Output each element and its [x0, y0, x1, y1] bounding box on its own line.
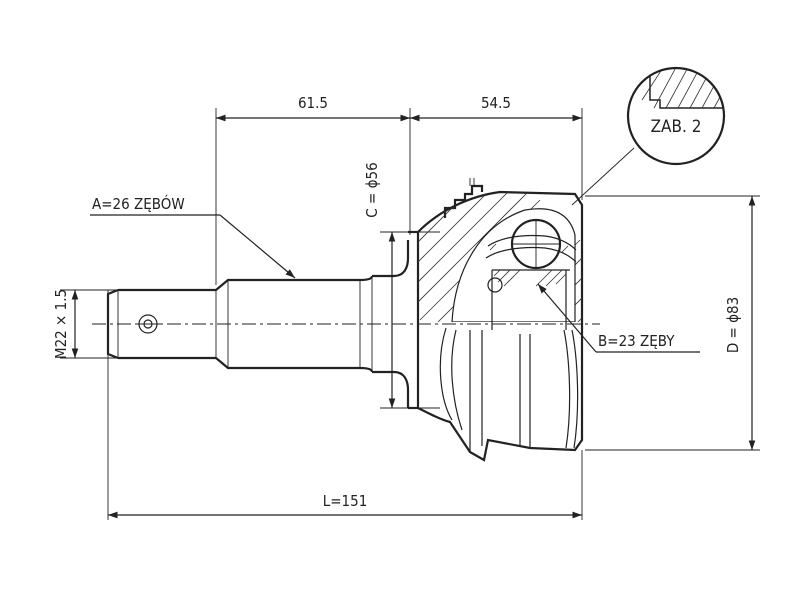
bell-housing: [408, 178, 584, 462]
extension-lines: [60, 108, 760, 520]
label-detail: ZAB. 2: [651, 117, 702, 137]
labels: 61.5 54.5 L=151 M22 × 1.5 C = ϕ56 D = ϕ8…: [52, 94, 742, 510]
dim-total-length: L=151: [323, 492, 368, 510]
leader-lines: [90, 147, 700, 353]
dim-length-left: 61.5: [298, 94, 328, 112]
dim-outer-diameter: D = ϕ83: [724, 297, 742, 353]
dimension-lines: [71, 114, 756, 519]
dim-shaft-thread: M22 × 1.5: [52, 289, 70, 359]
dim-seal-diameter: C = ϕ56: [363, 162, 381, 217]
dim-length-right: 54.5: [481, 94, 511, 112]
label-outer-splines: A=26 ZĘBÓW: [92, 194, 185, 213]
detail-circle: [626, 66, 726, 166]
stub-shaft: [106, 240, 410, 408]
label-inner-splines: B=23 ZĘBY: [598, 332, 675, 350]
